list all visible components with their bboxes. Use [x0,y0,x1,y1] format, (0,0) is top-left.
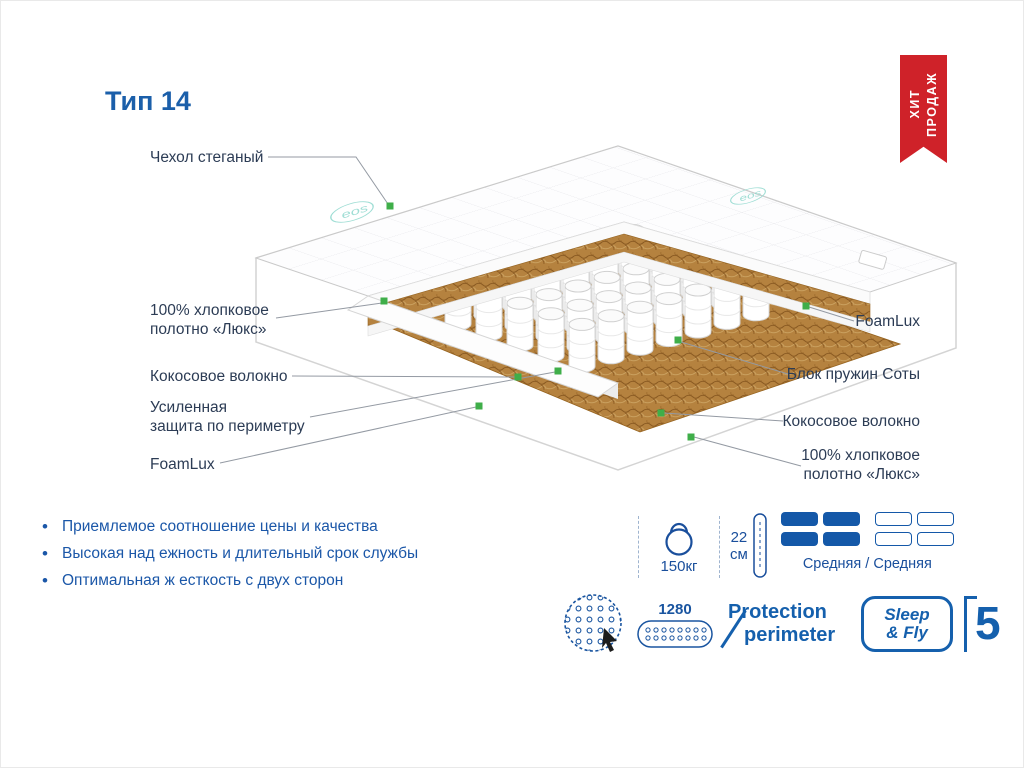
mattress-height-icon [753,513,767,578]
label-spring-block: Блок пружин Соты [786,366,920,383]
spring-block-icon [564,594,622,652]
firmness-pill [874,512,912,526]
feature-item: Высокая над ежность и длительный срок сл… [40,544,418,564]
label-coir-right: Кокосовое волокно [782,413,920,430]
label-quilted-cover: Чехол стеганый [150,149,264,166]
firmness-pill [780,532,818,546]
label-foamlux-right: FoamLux [855,313,920,330]
warranty-years: 5 [975,597,1001,649]
warranty-icon: 5 [964,594,1001,654]
kettlebell-icon [665,522,693,556]
firmness-pill [822,512,860,526]
springs-count-badge [637,619,713,648]
firmness-indicator: Средняя / Средняя [780,512,954,572]
firmness-pill [822,532,860,546]
max-weight-value: 150кг [660,558,698,575]
bestseller-ribbon: ХИТ ПРОДАЖ [900,55,947,163]
brand-logo: Sleep & Fly [861,596,953,652]
feature-item: Оптимальная ж есткость с двух сторон [40,571,418,591]
label-foamlux-left: FoamLux [150,456,215,473]
svg-text:eos: eos [340,202,370,221]
firmness-pill [916,532,954,546]
height-value: 22 [730,529,748,546]
divider [719,516,720,578]
specs-row-2: 1280 Protection perimeter Sleep & Fly 5 [562,592,1001,656]
firmness-pill [780,512,818,526]
feature-list: Приемлемое соотношение цены и качества В… [40,517,418,599]
label-cotton-lux-left: 100% хлопковое полотно «Люкс» [150,302,269,339]
label-cotton-lux-right: 100% хлопковое полотно «Люкс» [801,447,920,484]
feature-item: Приемлемое соотношение цены и качества [40,517,418,537]
divider [638,516,639,578]
firmness-label: Средняя / Средняя [802,556,932,572]
side-label-tag [858,249,888,270]
springs-count-value: 1280 [658,600,692,618]
specs-row-1: 150кг 22 см [628,512,954,580]
mattress-body: eos eos [254,145,958,471]
callout-markers [380,202,810,441]
page-title: Тип 14 [105,86,191,116]
springs-count-spec: 1280 [637,601,713,648]
max-weight-spec: 150кг [649,512,709,575]
height-unit: см [730,546,748,563]
protection-perimeter-logo: Protection perimeter [720,601,850,649]
label-coir-left: Кокосовое волокно [150,368,288,385]
leader-lines [219,156,855,467]
height-spec: 22 см [730,512,769,580]
firmness-pill [916,512,954,526]
press-hand-icon [602,628,617,652]
firmness-pill [874,532,912,546]
label-perimeter-protection: Усиленная защита по периметру [150,399,305,436]
